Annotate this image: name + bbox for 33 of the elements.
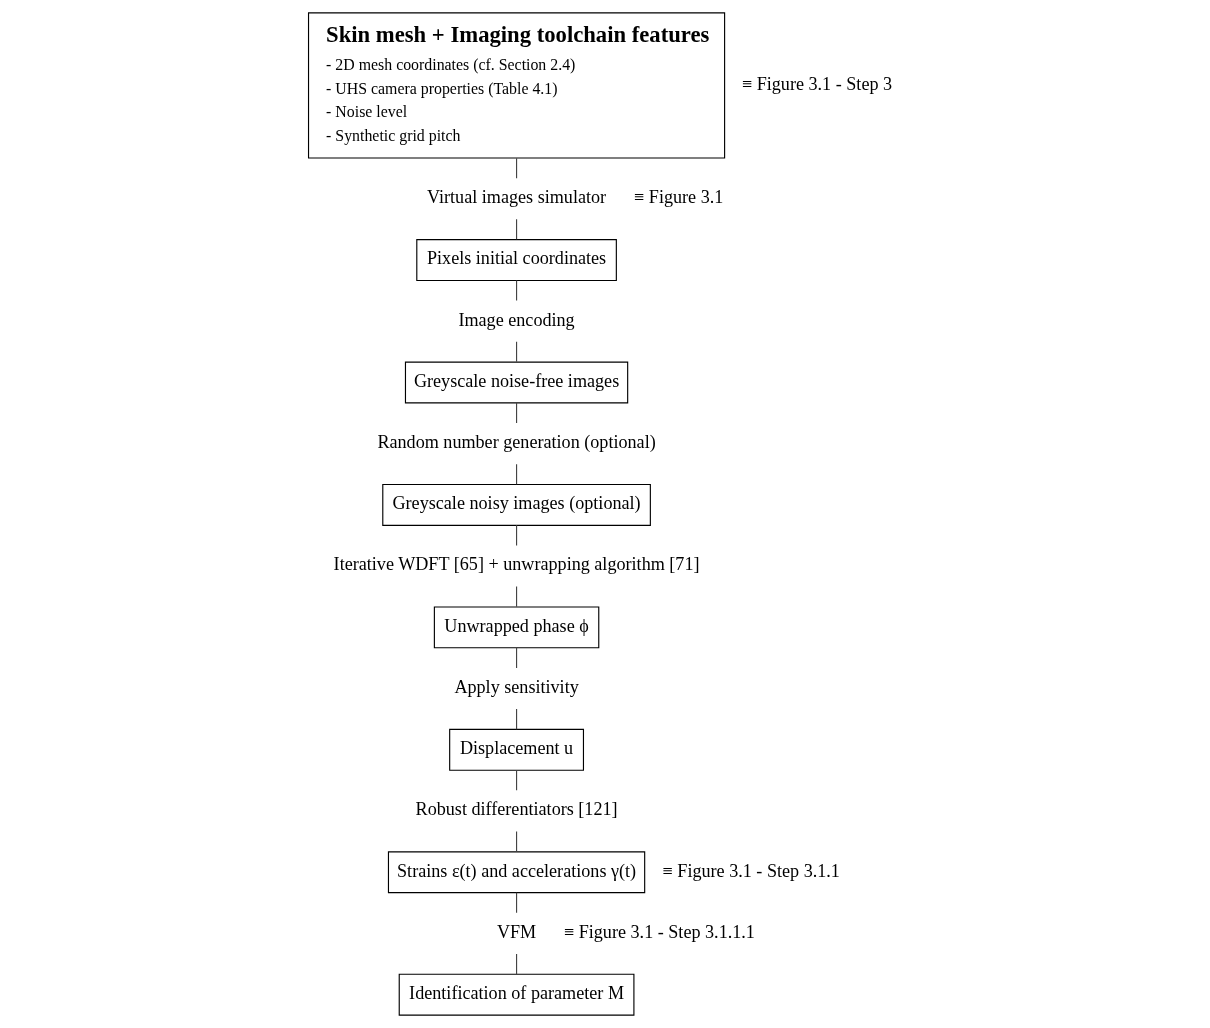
connector xyxy=(516,463,518,485)
node-label: ≡ Figure 3.1 - Step 3 xyxy=(741,73,893,94)
node-box: Skin mesh + Imaging toolchain features - 2D mesh coordinates (cf. Section 2.4) - UHS camera properties (Table 4.1) - Noise level - Synthetic grid pitch xyxy=(307,12,726,159)
connector xyxy=(516,524,518,547)
node-box: Unwrapped phase ϕ xyxy=(433,606,600,649)
connector xyxy=(516,218,518,240)
connector xyxy=(516,157,518,179)
node-box: Displacement u xyxy=(449,728,585,771)
node-text: Robust differentiators [121] xyxy=(415,799,618,820)
node-text: VFM xyxy=(496,921,537,942)
node-text: Random number generation (optional) xyxy=(377,432,656,453)
connector xyxy=(516,586,518,608)
connector xyxy=(516,830,518,853)
node-text: Iterative WDFT [65] + unwrapping algorithm [71] xyxy=(333,554,700,575)
connector xyxy=(516,279,518,302)
node-box: Identification of parameter M xyxy=(398,973,635,1016)
node-text: Virtual images simulator xyxy=(427,187,607,208)
connector xyxy=(516,708,518,730)
node-text: Image encoding xyxy=(458,309,575,330)
node-box: Strains ε(t) and accelerations γ(t) xyxy=(387,851,646,894)
connector xyxy=(516,402,518,424)
connector xyxy=(516,953,518,975)
node-label: ≡ Figure 3.1 xyxy=(634,187,724,208)
node-text: Apply sensitivity xyxy=(454,676,579,697)
node-label: ≡ Figure 3.1 - Step 3.1.1.1 xyxy=(563,921,755,942)
node-box: Pixels initial coordinates xyxy=(416,239,617,282)
connector xyxy=(516,769,518,791)
connector xyxy=(516,647,518,669)
connector xyxy=(516,892,518,914)
node-label: ≡ Figure 3.1 - Step 3.1.1 xyxy=(662,860,840,881)
node-box: Greyscale noisy images (optional) xyxy=(382,483,651,526)
node-box: Greyscale noise-free images xyxy=(404,361,629,404)
connector xyxy=(516,341,518,363)
